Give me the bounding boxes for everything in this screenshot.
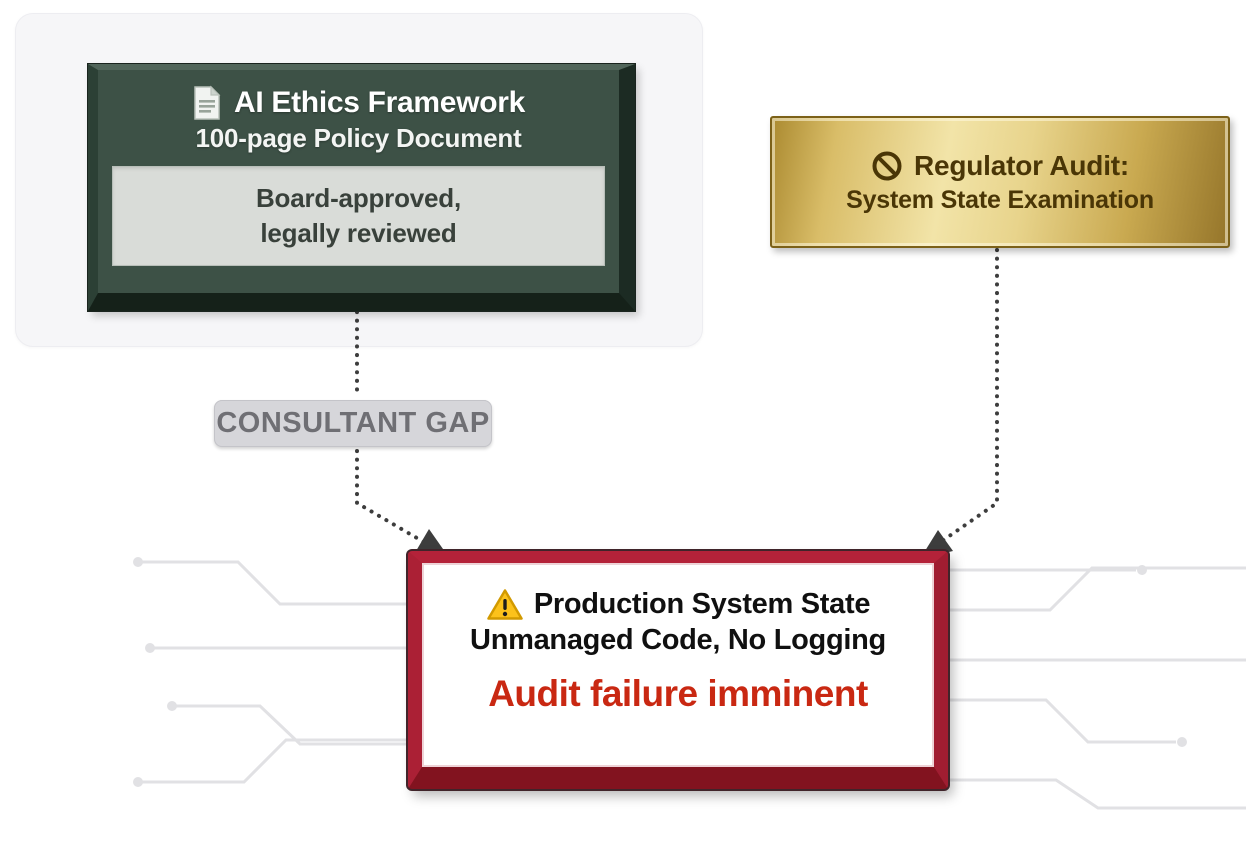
regulator-plaque: Regulator Audit: System State Examinatio… xyxy=(770,116,1230,248)
consultant-gap-label: CONSULTANT GAP xyxy=(214,400,492,447)
approval-line2: legally reviewed xyxy=(260,218,457,248)
regulator-subtitle: System State Examination xyxy=(846,186,1154,214)
policy-box-face: AI Ethics Framework 100-page Policy Docu… xyxy=(98,70,619,293)
policy-subtitle: 100-page Policy Document xyxy=(195,123,522,153)
document-icon xyxy=(192,85,222,121)
policy-title-row: AI Ethics Framework xyxy=(112,84,605,122)
connector-gap-to-production xyxy=(355,449,436,550)
regulator-title-row: Regulator Audit: xyxy=(871,148,1129,184)
approval-panel: Board-approved, legally reviewed xyxy=(112,166,605,266)
production-warning: Audit failure imminent xyxy=(488,673,868,714)
connector-regulator-to-production xyxy=(930,248,999,550)
production-subtitle: Unmanaged Code, No Logging xyxy=(470,624,886,656)
circuit-traces-left xyxy=(133,557,406,787)
regulator-title: Regulator Audit: xyxy=(913,150,1130,181)
policy-box: AI Ethics Framework 100-page Policy Docu… xyxy=(88,64,635,311)
prohibition-icon xyxy=(871,150,903,182)
circuit-traces-right xyxy=(950,565,1246,810)
production-title: Production System State xyxy=(533,588,871,620)
production-title-row: Production System State xyxy=(422,587,934,621)
production-box: Production System State Unmanaged Code, … xyxy=(408,551,948,789)
approval-line1: Board-approved, xyxy=(255,183,462,213)
warning-icon xyxy=(486,588,524,621)
production-box-face: Production System State Unmanaged Code, … xyxy=(422,563,934,767)
policy-title: AI Ethics Framework xyxy=(233,86,526,119)
